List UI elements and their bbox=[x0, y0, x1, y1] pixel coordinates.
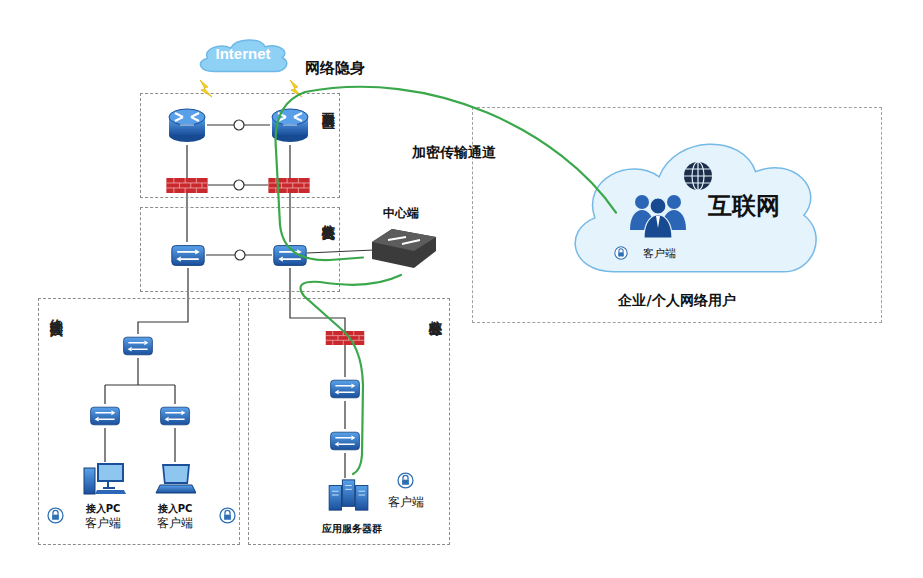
text-label: 客户端 bbox=[388, 494, 424, 511]
node-text: 中心端 bbox=[363, 205, 439, 222]
firewall-icon bbox=[166, 178, 207, 193]
node-text: 接入PC bbox=[74, 502, 132, 516]
switch-icon bbox=[331, 380, 360, 398]
device-arrows bbox=[388, 237, 420, 244]
edge-label: 加密传输通道 bbox=[412, 144, 496, 162]
server-icon bbox=[329, 480, 368, 510]
lock-icon bbox=[220, 508, 235, 523]
cloud-shape bbox=[575, 144, 816, 272]
internet-cloud: 互联网客户端 bbox=[560, 128, 828, 282]
internet-cloud: Internet bbox=[195, 36, 291, 74]
switch-icon bbox=[124, 337, 153, 355]
link-ring bbox=[235, 250, 245, 260]
zone-box: 核心交换区 bbox=[140, 207, 340, 292]
lightning-bolt bbox=[200, 80, 212, 97]
switch-icon bbox=[161, 407, 190, 425]
pc-icon bbox=[84, 463, 126, 494]
wire bbox=[138, 268, 188, 334]
cloud-outline bbox=[560, 128, 828, 282]
laptop-icon bbox=[156, 464, 196, 493]
zone-title: 核心业务区 bbox=[428, 309, 443, 314]
wire bbox=[307, 250, 374, 253]
globe-grid bbox=[684, 162, 712, 190]
node-text: 客户端 bbox=[146, 515, 204, 532]
globe-icon bbox=[684, 162, 712, 190]
wire bbox=[105, 358, 175, 404]
globe-grid bbox=[692, 162, 704, 190]
switch-icon bbox=[91, 407, 120, 425]
node-text: 接入PC bbox=[146, 502, 204, 516]
wire bbox=[105, 428, 175, 462]
router-icon bbox=[169, 109, 205, 142]
wire bbox=[344, 345, 345, 478]
lock-icon bbox=[398, 473, 413, 488]
text-label: 网络隐身 bbox=[305, 59, 365, 78]
lock-icon bbox=[615, 247, 627, 259]
globe-body bbox=[684, 162, 712, 190]
wire bbox=[290, 268, 345, 331]
switch-icon bbox=[172, 246, 204, 266]
users-icon bbox=[630, 195, 686, 238]
zone-title: 核心交换区 bbox=[321, 213, 336, 218]
node-text: 互联网 bbox=[708, 190, 780, 222]
node-text: 应用服务器群 bbox=[318, 522, 386, 536]
link-ring bbox=[234, 180, 244, 190]
wire bbox=[187, 145, 290, 178]
zone-title: 终端接入区 bbox=[49, 309, 64, 314]
encrypted-tunnel bbox=[300, 275, 401, 474]
zone-title: 互联网出口区 bbox=[321, 102, 336, 108]
wire bbox=[187, 193, 290, 242]
lock-icon bbox=[48, 508, 63, 523]
zone-box: 终端接入区接入PC客户端接入PC客户端 bbox=[38, 298, 240, 545]
encrypted-tunnel bbox=[276, 87, 616, 260]
firewall-icon bbox=[268, 178, 309, 193]
device-top bbox=[372, 229, 436, 251]
node-text: 客户端 bbox=[74, 515, 132, 532]
link-ring bbox=[234, 120, 244, 130]
device-body bbox=[372, 229, 436, 268]
node-text: 企业/个人网络用户 bbox=[473, 292, 881, 310]
switch-icon bbox=[331, 432, 360, 450]
node-text: 客户端 bbox=[643, 246, 676, 261]
node-text: Internet bbox=[195, 45, 291, 62]
center-device bbox=[372, 229, 436, 268]
